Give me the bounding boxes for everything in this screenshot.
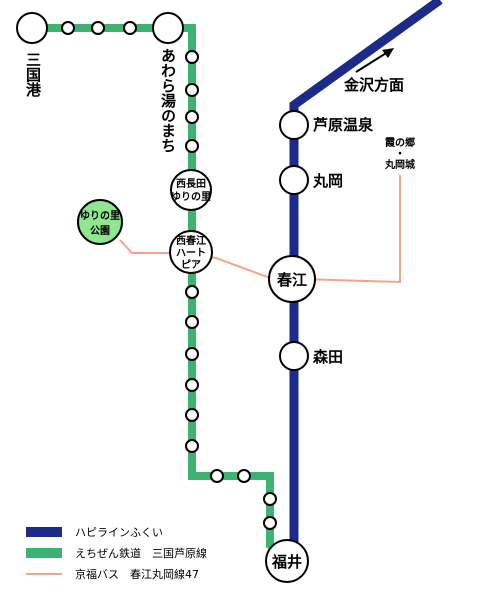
- station-harue-marker[interactable]: [268, 255, 316, 303]
- hapi-line-fukui: [289, 0, 443, 560]
- station-label-awara-yunomachi: あわら湯のまち: [159, 48, 177, 153]
- minor-station-dot[interactable]: [210, 469, 224, 483]
- minor-station-dot[interactable]: [185, 110, 199, 124]
- station-label-nishiharue-3: ピア: [181, 259, 201, 271]
- station-fukui-marker[interactable]: [265, 539, 309, 583]
- minor-station-dot[interactable]: [123, 21, 137, 35]
- place-label-kasumi-1: 霞の郷: [385, 136, 415, 149]
- minor-station-dot[interactable]: [185, 439, 199, 453]
- station-morita-marker[interactable]: [279, 341, 309, 371]
- minor-station-dot[interactable]: [61, 21, 75, 35]
- station-label-morita: 森田: [313, 348, 343, 366]
- direction-label-kanazawa: 金沢方面: [343, 76, 404, 94]
- direction-arrow-icon: [355, 48, 394, 73]
- station-nishiharue-marker[interactable]: [169, 230, 213, 274]
- minor-station-dot[interactable]: [263, 492, 277, 506]
- station-awara-yunomachi-marker[interactable]: [152, 12, 184, 44]
- minor-station-dot[interactable]: [91, 21, 105, 35]
- minor-station-dot[interactable]: [185, 408, 199, 422]
- station-label-nishinagata-1: 西長田: [176, 178, 206, 190]
- place-label-kasumi-3: 丸岡城: [384, 158, 415, 171]
- bus-route-harue-maruoka: [119, 175, 401, 284]
- station-label-maruoka: 丸岡: [312, 172, 343, 190]
- station-awara-onsen-marker[interactable]: [279, 110, 309, 140]
- place-label-yurinosato-park-2: 公園: [90, 225, 110, 237]
- station-label-nishinagata-2: ゆりの里: [171, 191, 211, 203]
- echizen-minor-stations: [61, 21, 277, 530]
- station-label-awara-onsen: 芦原温泉: [313, 116, 374, 134]
- place-label-kasumi-2: ・: [395, 149, 405, 160]
- station-label-mikuniminato: 三国港: [24, 52, 42, 98]
- minor-station-dot[interactable]: [185, 139, 199, 153]
- legend-swatch-hapi-line: [26, 527, 62, 537]
- station-nishinagata-marker[interactable]: [170, 169, 212, 211]
- legend-swatch-echizen-line: [26, 548, 62, 558]
- yurinosato-park-marker[interactable]: [77, 199, 123, 245]
- station-label-fukui: 福井: [271, 553, 302, 571]
- minor-station-dot[interactable]: [185, 83, 199, 97]
- minor-station-dot[interactable]: [263, 516, 277, 530]
- station-maruoka-marker[interactable]: [279, 165, 309, 195]
- legend-label-echizen-line: えちぜん鉄道 三国芦原線: [75, 546, 207, 560]
- station-label-nishiharue-2: ハート: [176, 247, 206, 259]
- station-label-harue: 春江: [277, 271, 307, 289]
- legend: ハピラインふくい えちぜん鉄道 三国芦原線 京福バス 春江丸岡線47: [26, 526, 207, 581]
- minor-station-dot[interactable]: [185, 347, 199, 361]
- minor-station-dot[interactable]: [185, 315, 199, 329]
- legend-label-hapi-line: ハピラインふくい: [75, 526, 163, 539]
- legend-label-bus-line: 京福バス 春江丸岡線47: [75, 567, 199, 581]
- place-label-yurinosato-park-1: ゆりの里: [80, 210, 120, 222]
- minor-station-dot[interactable]: [185, 50, 199, 64]
- minor-station-dot[interactable]: [185, 378, 199, 392]
- minor-station-dot[interactable]: [185, 285, 199, 299]
- station-mikuniminato-marker[interactable]: [16, 12, 48, 44]
- station-label-nishiharue-1: 西春江: [176, 234, 206, 247]
- minor-station-dot[interactable]: [237, 469, 251, 483]
